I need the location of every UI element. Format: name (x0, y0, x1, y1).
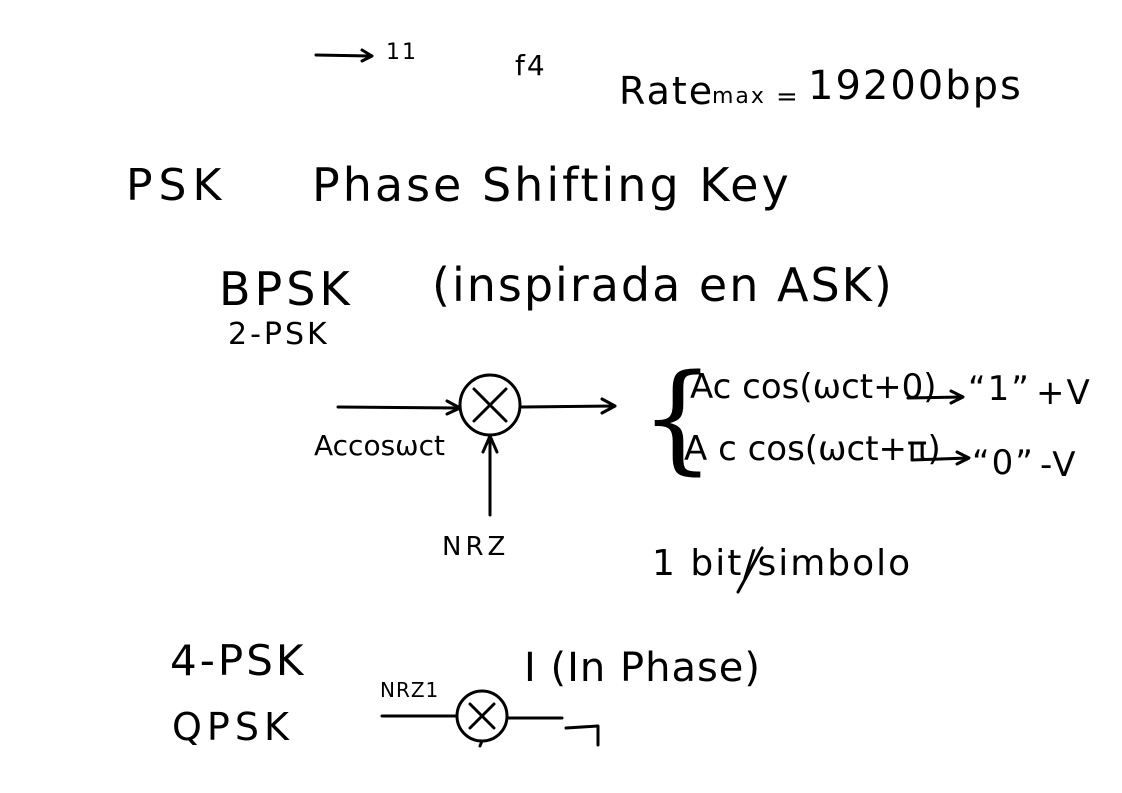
carrier-input-line (336, 399, 462, 416)
psk-abbr: PSK (126, 160, 228, 211)
qpsk-mixer-cross (468, 702, 496, 730)
bpsk-note: (inspirada en ASK) (432, 258, 894, 312)
top-f4-label: f4 (515, 49, 547, 82)
bit-simbolo-slash (736, 546, 764, 594)
bpsk-alt-name: 2-PSK (228, 317, 330, 352)
rate-value: 19200bps (808, 63, 1023, 109)
qpsk-lower-stub (478, 739, 484, 748)
qpsk-output-line (506, 716, 600, 747)
carrier-label: Accosωct (314, 429, 445, 462)
bit-one-label: “1” (968, 369, 1031, 409)
top-arrow (314, 48, 374, 63)
qpsk-alt-name: QPSK (172, 705, 294, 749)
in-phase-label: I (In Phase) (524, 645, 762, 691)
output-expr-bottom: A c cos(ωct+π) (684, 429, 941, 469)
qpsk-title: 4-PSK (170, 636, 307, 685)
psk-full-name: Phase Shifting Key (312, 158, 792, 212)
bits-per-symbol: 1 bit/simbolo (652, 543, 913, 584)
bpsk-mixer-cross (472, 387, 508, 423)
bit-zero-label: “0” (972, 443, 1035, 483)
rate-equals: = (776, 82, 800, 112)
output-expr-top: Ac cos(ωct+0) (690, 367, 937, 407)
qpsk-mixer-input-label: NRZ1 (380, 678, 440, 702)
arrow-to-zero (910, 450, 971, 466)
bpsk-title: BPSK (219, 262, 354, 316)
nrz-label: NRZ (442, 532, 510, 562)
bpsk-output-arrow (520, 397, 617, 415)
level-negative: -V (1040, 445, 1078, 485)
level-positive: +V (1036, 373, 1092, 413)
rate-word: Rate (619, 69, 715, 113)
nrz-input-line (481, 434, 499, 517)
arrow-to-one (906, 389, 965, 405)
output-brace: { (640, 348, 716, 486)
top-bits-label: 11 (386, 40, 418, 65)
rate-subscript: max (712, 84, 766, 109)
